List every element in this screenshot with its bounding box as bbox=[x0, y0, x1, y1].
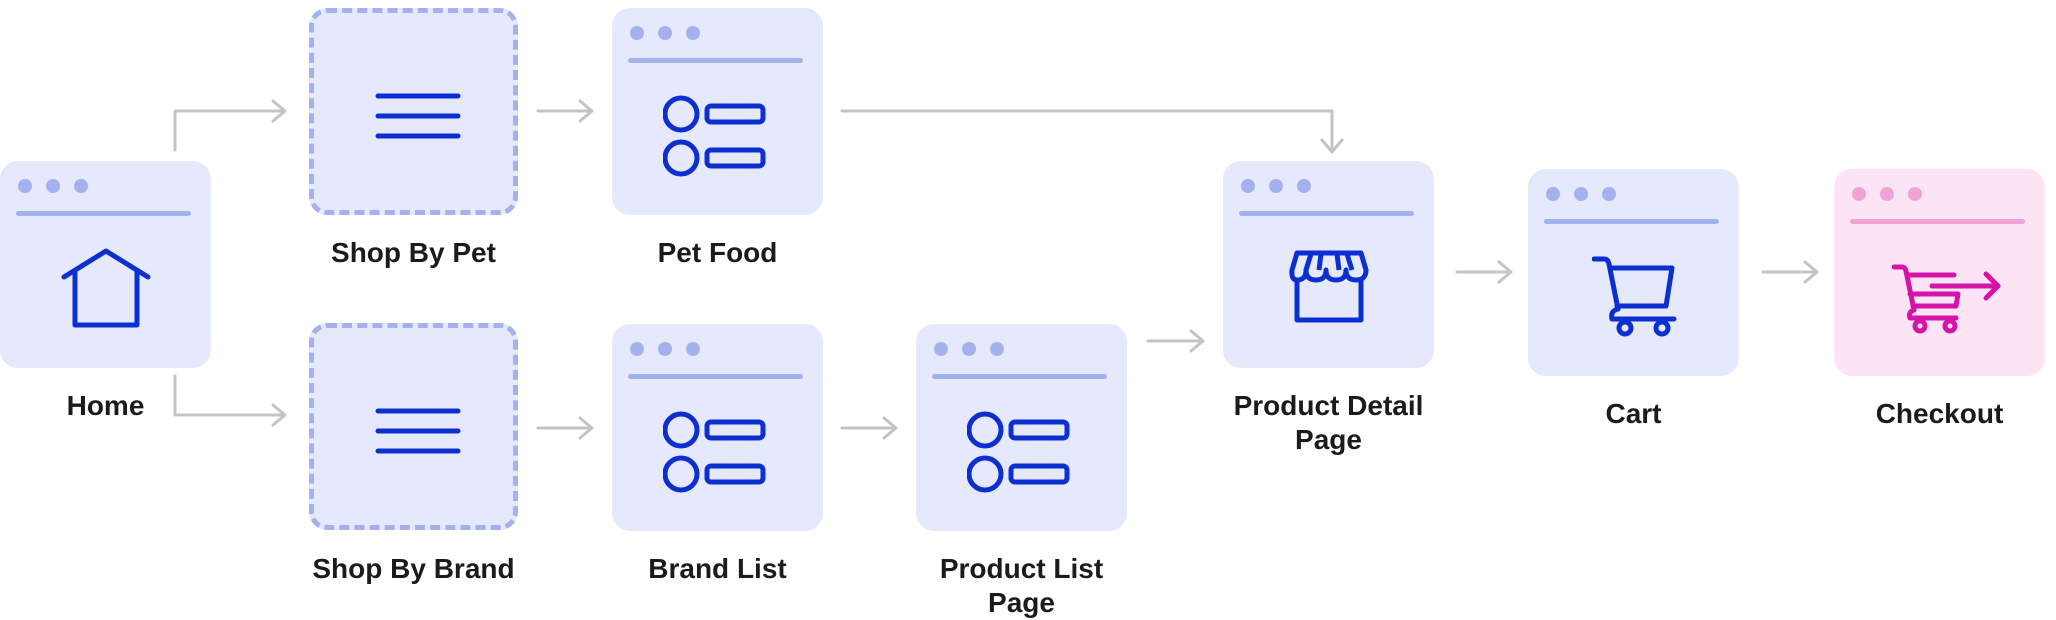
cart-label: Cart bbox=[1605, 398, 1662, 429]
pet-food-node bbox=[612, 8, 823, 215]
product-list-page-label: Product List Page bbox=[906, 552, 1137, 620]
arrow-cart-to-checkout bbox=[1761, 260, 1819, 284]
product-detail-page-label-line1: Product Detail bbox=[1233, 390, 1424, 421]
home-node bbox=[0, 161, 211, 368]
home-label: Home bbox=[66, 390, 145, 421]
list-icon bbox=[663, 94, 773, 184]
arrow-shop-by-brand-to-brand-list bbox=[536, 416, 594, 440]
brand-list-label: Brand List bbox=[648, 553, 787, 584]
shop-by-pet-label: Shop By Pet bbox=[331, 237, 496, 268]
storefront-icon bbox=[1289, 250, 1369, 326]
product-list-page-label-line1: Product List bbox=[939, 553, 1104, 584]
arrow-shop-by-pet-to-pet-food bbox=[536, 99, 594, 123]
product-detail-page-node bbox=[1223, 161, 1434, 368]
checkout-label: Checkout bbox=[1875, 398, 2004, 429]
shop-by-pet-node bbox=[309, 8, 518, 215]
menu-icon bbox=[375, 407, 461, 455]
arrow-home-to-shop-by-pet bbox=[173, 99, 287, 152]
pet-food-label: Pet Food bbox=[657, 237, 778, 268]
product-list-page-node bbox=[916, 324, 1127, 531]
menu-icon bbox=[375, 92, 461, 140]
list-icon bbox=[967, 410, 1077, 500]
shop-by-brand-node bbox=[309, 323, 518, 530]
cart-node bbox=[1528, 169, 1739, 376]
shop-by-brand-label: Shop By Brand bbox=[312, 553, 515, 584]
arrow-product-list-to-product-detail bbox=[1146, 329, 1205, 353]
product-detail-page-label: Product Detail Page bbox=[1203, 389, 1454, 457]
house-icon bbox=[59, 247, 153, 329]
checkout-node bbox=[1834, 169, 2045, 376]
arrow-brand-list-to-product-list bbox=[840, 416, 898, 440]
arrow-product-detail-to-cart bbox=[1455, 260, 1513, 284]
product-detail-page-label-line2: Page bbox=[1295, 424, 1362, 455]
arrow-home-to-shop-by-brand bbox=[173, 374, 287, 427]
arrow-pet-food-to-product-detail bbox=[840, 109, 1344, 154]
cart-icon bbox=[1592, 256, 1682, 338]
brand-list-node bbox=[612, 324, 823, 531]
list-icon bbox=[663, 410, 773, 500]
cart-arrow-icon bbox=[1892, 264, 2004, 336]
product-list-page-label-line2: Page bbox=[988, 587, 1055, 618]
